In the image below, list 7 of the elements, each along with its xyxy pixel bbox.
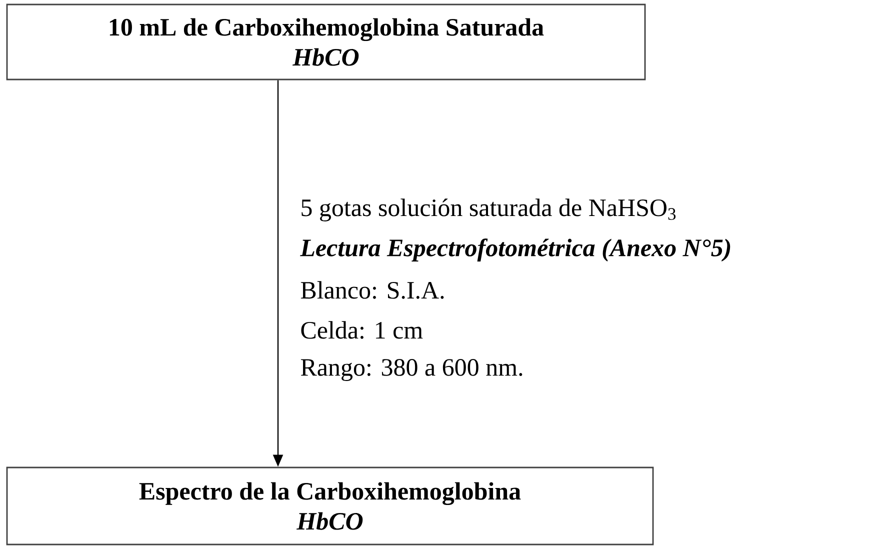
note-text: Blanco: S.I.A. <box>300 281 444 299</box>
process-box: Espectro de la Carboxihemoglobina HbCO <box>6 466 654 546</box>
note-text: Celda: 1 cm <box>301 321 423 339</box>
process-box: 10 mL de Carboxihemoglobina Saturada HbCO <box>6 4 646 80</box>
note-text: Rango: 380 a 600 nm. <box>300 359 522 382</box>
note-text: Lectura Espectrofotométrica (Anexo N°5) <box>300 238 730 262</box>
edge-label: 5 gotas solución saturada de NaHSO$_{3}$ <box>302 198 676 222</box>
